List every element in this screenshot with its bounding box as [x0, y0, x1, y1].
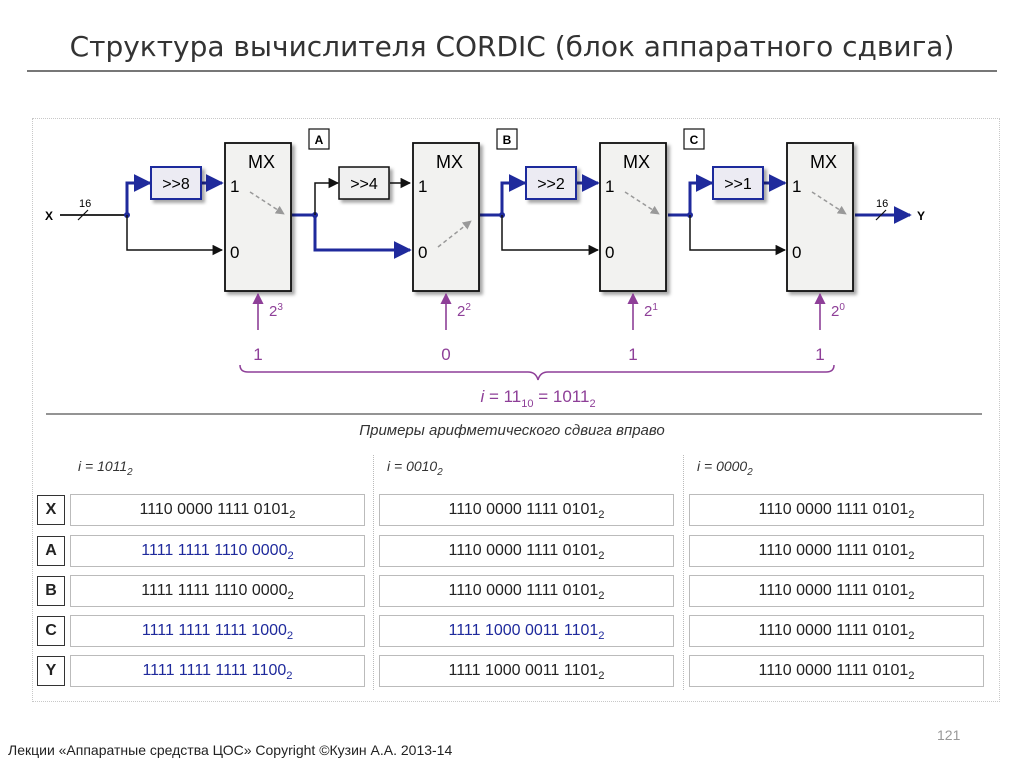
column-separator — [373, 455, 374, 690]
output-label-y: Y — [917, 209, 925, 223]
example-cell: 1111 1111 1111 10002 — [70, 615, 365, 647]
svg-text:22: 22 — [457, 302, 471, 320]
mux-label: MX — [436, 152, 463, 172]
stage1-shift-wire — [125, 174, 152, 215]
tap-b: B — [496, 128, 518, 150]
select-bit: 1 — [628, 345, 637, 364]
mux-input-0: 0 — [230, 243, 239, 262]
page-number: 121 — [937, 727, 961, 743]
example-cell: 1110 0000 1111 01012 — [379, 494, 674, 526]
select-bit: 0 — [441, 345, 450, 364]
stage1-bypass-wire — [126, 215, 224, 256]
mux-1: MX 1 0 — [224, 142, 292, 292]
shifter-label: >>2 — [537, 176, 565, 193]
mux-input-1: 1 — [230, 177, 239, 196]
mux-label: MX — [623, 152, 650, 172]
row-label: B — [37, 576, 65, 606]
row-label: C — [37, 616, 65, 646]
stage3-shift-wire — [500, 174, 527, 215]
svg-text:B: B — [503, 133, 512, 147]
mux-input-0: 0 — [418, 243, 427, 262]
input-bus-width: 16 — [79, 198, 91, 210]
example-cell: 1111 1111 1111 11002 — [70, 655, 365, 687]
mux-switch-arrow — [437, 220, 472, 248]
example-cell: 1110 0000 1111 01012 — [689, 575, 984, 607]
stage2-bypass-wire — [313, 215, 412, 259]
shifter-1: >>1 — [712, 166, 764, 200]
stage2-shift-wire — [314, 177, 340, 215]
mux-label: MX — [248, 152, 275, 172]
select-bit: 1 — [815, 345, 824, 364]
stage4-bypass-wire — [689, 215, 787, 256]
bus-slash — [77, 209, 89, 221]
mux-2: MX 1 0 — [412, 142, 480, 292]
row-label: Y — [37, 656, 65, 686]
svg-text:A: A — [315, 133, 324, 147]
mux-3: MX 1 0 — [599, 142, 667, 292]
index-brace — [239, 364, 835, 381]
row-label: X — [37, 495, 65, 525]
column-separator — [683, 455, 684, 690]
index-formula: i = 1110 = 10112 — [480, 387, 595, 410]
shifter-8: >>8 — [150, 166, 202, 200]
example-cell: 1110 0000 1111 01012 — [689, 615, 984, 647]
svg-text:23: 23 — [269, 302, 283, 320]
shifter-label: >>4 — [350, 176, 378, 193]
select-line-4: 20 1 — [814, 292, 845, 364]
example-cell: 1110 0000 1111 01012 — [70, 494, 365, 526]
mux-input-1: 1 — [605, 177, 614, 196]
row-label: A — [37, 536, 65, 566]
example-column-title: i = 00102 — [387, 458, 443, 478]
example-cell: 1110 0000 1111 01012 — [379, 575, 674, 607]
slide-title: Структура вычислителя CORDIC (блок аппар… — [69, 30, 955, 63]
example-cell: 1110 0000 1111 01012 — [689, 535, 984, 567]
svg-text:21: 21 — [644, 302, 658, 320]
example-column-title: i = 10112 — [78, 458, 133, 478]
svg-text:20: 20 — [831, 302, 845, 320]
select-line-3: 21 1 — [627, 292, 658, 364]
example-cell: 1110 0000 1111 01012 — [689, 655, 984, 687]
example-cell: 1111 1111 1110 00002 — [70, 535, 365, 567]
mux-input-0: 0 — [605, 243, 614, 262]
mux-input-1: 1 — [418, 177, 427, 196]
bus-slash — [875, 209, 887, 221]
shifter-label: >>8 — [162, 176, 190, 193]
svg-text:C: C — [690, 133, 699, 147]
mux-input-0: 0 — [792, 243, 801, 262]
tap-c: C — [683, 128, 705, 150]
example-cell: 1110 0000 1111 01012 — [689, 494, 984, 526]
mux-input-1: 1 — [792, 177, 801, 196]
stage4-shift-wire — [688, 174, 714, 215]
example-cell: 1111 1000 0011 11012 — [379, 615, 674, 647]
mux-4: MX 1 0 — [786, 142, 854, 292]
shifter-label: >>1 — [724, 176, 752, 193]
title-underline — [27, 70, 997, 72]
tap-a: A — [308, 128, 330, 150]
select-line-2: 22 0 — [440, 292, 471, 364]
input-label-x: X — [45, 209, 53, 223]
mux-label: MX — [810, 152, 837, 172]
example-cell: 1111 1000 0011 11012 — [379, 655, 674, 687]
output-bus-width: 16 — [876, 198, 888, 210]
example-column-title: i = 00002 — [697, 458, 753, 478]
select-bit: 1 — [253, 345, 262, 364]
example-cell: 1111 1111 1110 00002 — [70, 575, 365, 607]
shifter-4: >>4 — [338, 166, 390, 200]
shifter-2: >>2 — [525, 166, 577, 200]
barrel-shifter-diagram: X 16 16 Y >>8 >>4 >>2 >>1 — [45, 128, 982, 415]
select-line-1: 23 1 — [252, 292, 283, 364]
examples-caption: Примеры арифметического сдвига вправо — [359, 422, 665, 439]
example-cell: 1110 0000 1111 01012 — [379, 535, 674, 567]
footer-copyright: Лекции «Аппаратные средства ЦОС» Copyrig… — [8, 742, 453, 758]
stage3-bypass-wire — [501, 215, 600, 256]
